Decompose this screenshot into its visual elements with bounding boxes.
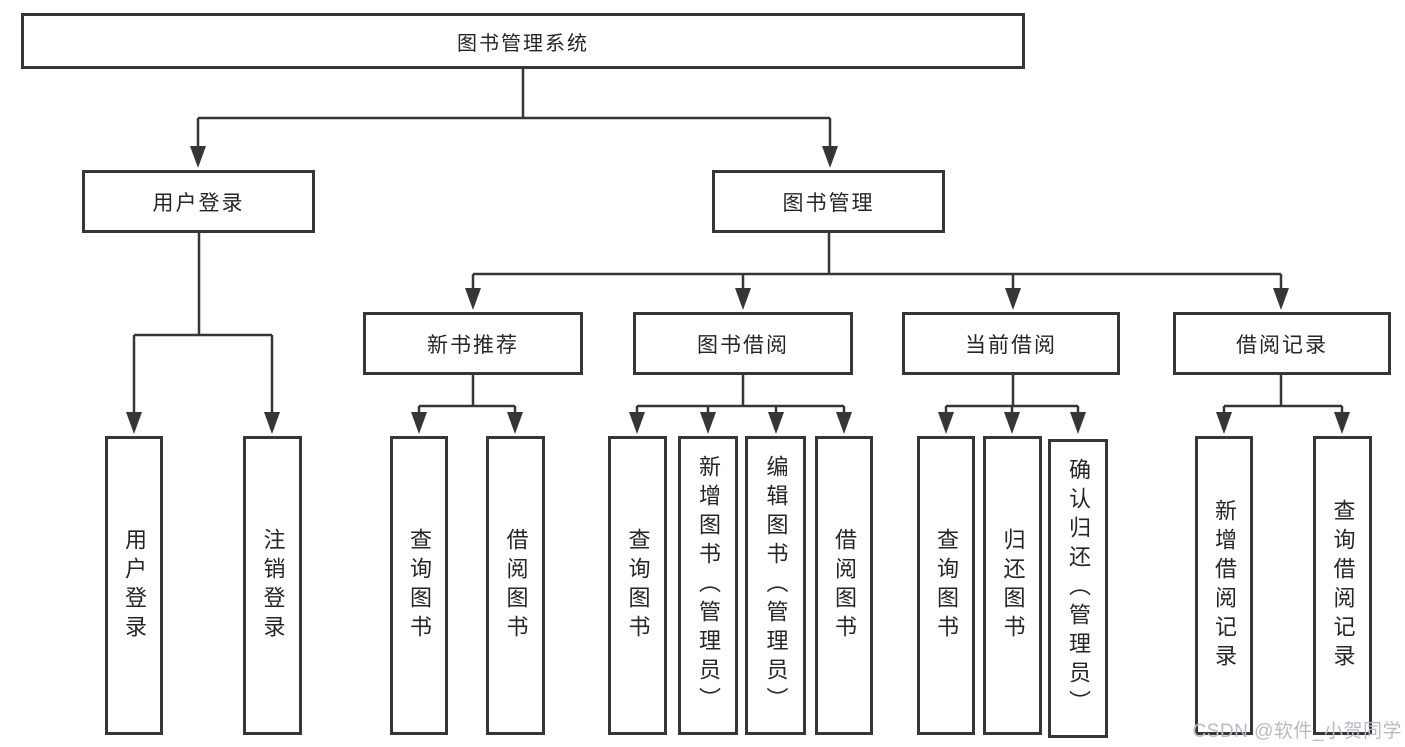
leaf-return-books: 归还图书 (983, 436, 1042, 735)
node-label: 借阅记录 (1236, 333, 1328, 357)
leaf-borrow-books-recommend: 借阅图书 (486, 436, 545, 735)
leaf-user-login: 用户登录 (105, 436, 163, 735)
leaf-label: 查询借阅记录 (1330, 498, 1356, 673)
leaf-query-books-borrow: 查询图书 (608, 436, 667, 735)
leaf-label: 借阅图书 (832, 527, 857, 644)
leaf-query-books-recommend: 查询图书 (390, 436, 448, 735)
leaf-label: 归还图书 (1000, 527, 1026, 644)
leaf-label: 用户登录 (122, 527, 147, 644)
node-label: 图书管理 (782, 191, 875, 215)
watermark: CSDN @软件_小贺同学 (1192, 721, 1402, 742)
node-borrow-records: 借阅记录 (1173, 312, 1391, 375)
node-new-book-recommend: 新书推荐 (363, 312, 583, 375)
node-label: 图书管理系统 (457, 32, 589, 55)
leaf-confirm-return-admin: 确认归还（管理员） (1048, 439, 1108, 738)
leaf-add-borrow-record: 新增借阅记录 (1195, 436, 1253, 735)
node-book-borrow: 图书借阅 (633, 312, 853, 375)
node-label: 当前借阅 (965, 333, 1057, 357)
leaf-query-books-current: 查询图书 (917, 436, 975, 735)
leaf-label: 编辑图书（管理员） (763, 455, 789, 716)
leaf-label: 借阅图书 (503, 527, 529, 644)
node-library-system: 图书管理系统 (21, 13, 1025, 69)
node-user-login: 用户登录 (82, 170, 315, 233)
leaf-label: 确认归还（管理员） (1066, 458, 1091, 719)
leaf-label: 查询图书 (625, 527, 651, 644)
leaf-label: 新增图书（管理员） (696, 455, 721, 716)
leaf-add-book-admin: 新增图书（管理员） (678, 436, 738, 735)
leaf-edit-book-admin: 编辑图书（管理员） (745, 436, 806, 735)
leaf-label: 查询图书 (407, 527, 432, 644)
leaf-query-borrow-record: 查询借阅记录 (1313, 436, 1372, 735)
node-label: 用户登录 (152, 191, 245, 215)
node-label: 图书借阅 (697, 333, 789, 357)
arrowheads (126, 146, 1350, 434)
node-current-borrow: 当前借阅 (902, 312, 1120, 375)
leaf-logout: 注销登录 (243, 436, 302, 735)
leaf-label: 查询图书 (934, 527, 959, 644)
leaf-label: 注销登录 (260, 527, 286, 644)
node-label: 新书推荐 (427, 333, 519, 357)
leaf-borrow-books: 借阅图书 (815, 436, 873, 735)
node-book-management: 图书管理 (712, 170, 945, 233)
leaf-label: 新增借阅记录 (1212, 498, 1237, 673)
